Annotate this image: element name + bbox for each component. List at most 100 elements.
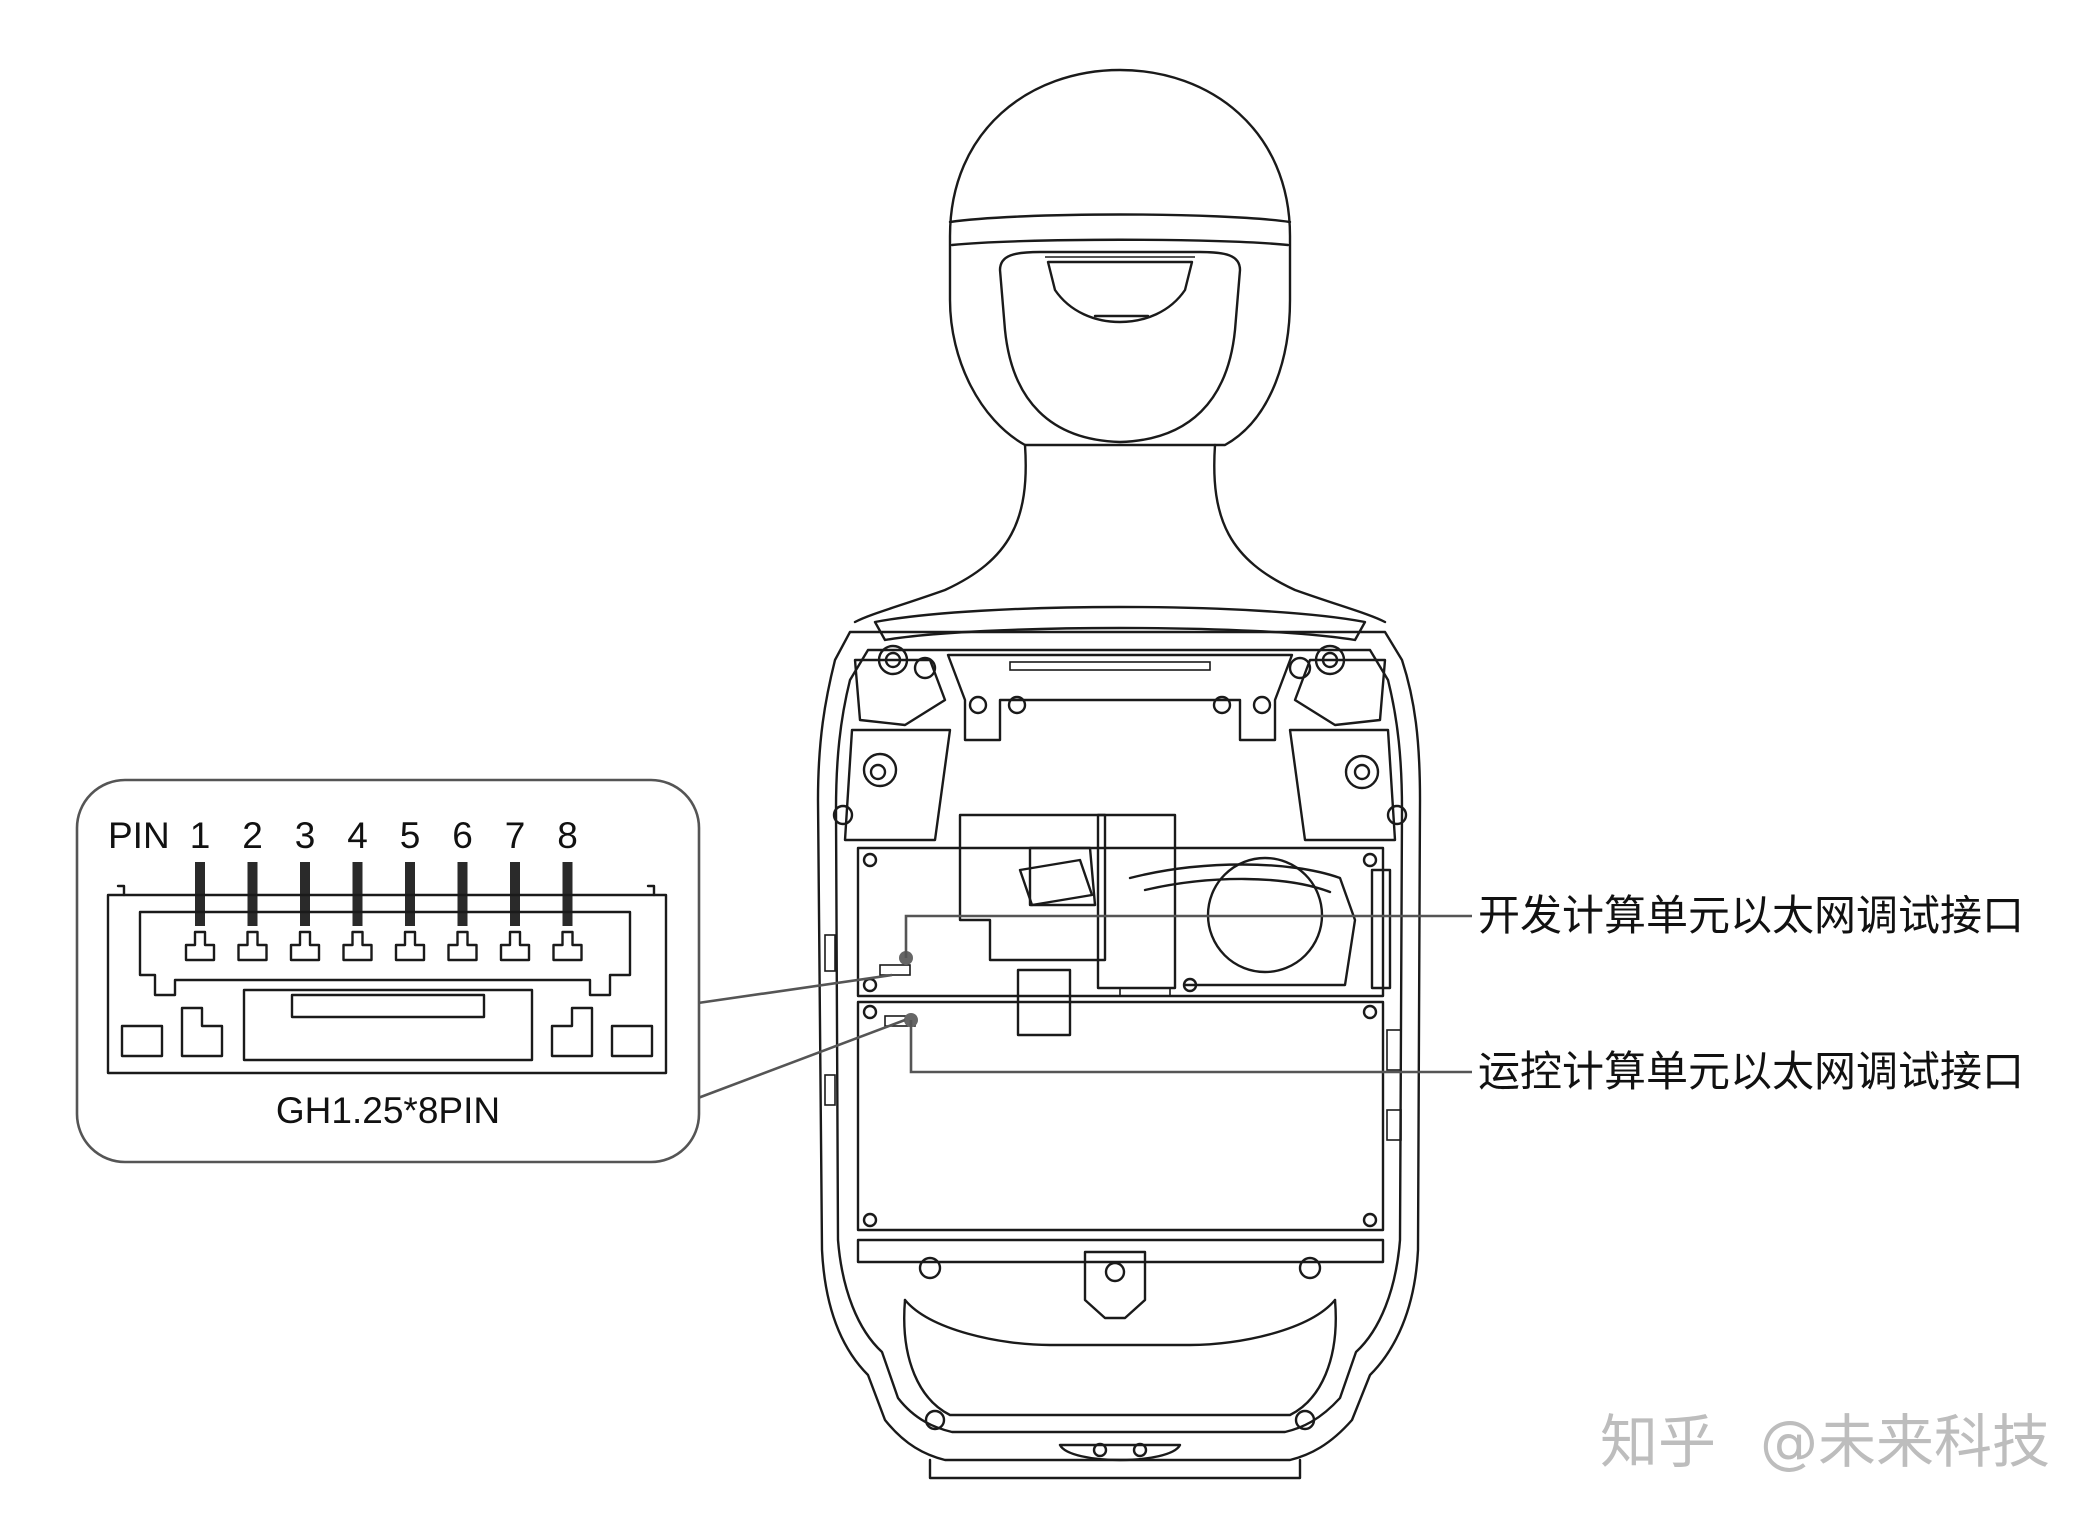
pin-contacts [184, 930, 583, 962]
bottom-center-bracket [1083, 1250, 1147, 1320]
heatpipe [1128, 863, 1357, 987]
head-shell [948, 68, 1292, 447]
right-arm-knob [1344, 754, 1380, 790]
pin-contact [447, 930, 478, 962]
pin-contact [289, 930, 321, 962]
pcb-chip [1028, 846, 1097, 907]
connector-latch-bar [290, 993, 486, 1019]
pin-contact [499, 930, 531, 962]
connector-type-label: GH1.25*8PIN [276, 1090, 500, 1131]
watermark-site: 知乎 [1600, 1408, 1716, 1476]
visor-band [950, 238, 1290, 247]
zoom-leader-bottom [697, 1018, 906, 1100]
left-edge-clip-1 [824, 934, 836, 972]
pcb-slot [1119, 987, 1171, 997]
pin-number-label: 2 [242, 815, 263, 856]
pin-number-label: 4 [347, 815, 368, 856]
right-side-screw [1386, 804, 1408, 826]
chest-top-plate [946, 653, 1294, 742]
pcb-bracket-left [958, 813, 1107, 962]
pin-contact [237, 930, 268, 962]
connector-housing [106, 893, 668, 1075]
pin-contact [342, 930, 373, 962]
hip-screw-left [924, 1409, 946, 1431]
left-side-screw [832, 804, 854, 826]
waist-screw-1 [1092, 1442, 1108, 1458]
waist-base [928, 1458, 1302, 1480]
pin-number-label: 7 [505, 815, 526, 856]
pin-contact [552, 930, 583, 962]
hip-arc [903, 1298, 1337, 1417]
dev-eth-connector [879, 964, 911, 976]
bottom-right-screw [1298, 1256, 1322, 1280]
face-opening [998, 250, 1242, 444]
lower-pcb-hole-1 [862, 1004, 878, 1020]
callout-leaders [697, 914, 1472, 1100]
motion-port-leader [909, 1020, 1472, 1074]
connector-key-left [180, 1006, 224, 1058]
watermark: 知乎 @未来科技 [1600, 1408, 2050, 1476]
left-arm-knob-inner [869, 763, 887, 781]
pin-number-label: 6 [452, 815, 473, 856]
connector-latch-window [242, 988, 534, 1062]
robot-head [948, 68, 1292, 447]
bottom-center-screw [1104, 1261, 1126, 1283]
pin-number-label: 1 [190, 815, 211, 856]
pin-number-label: 8 [557, 815, 578, 856]
left-shoulder-bracket [853, 658, 947, 727]
watermark-account: @未来科技 [1760, 1408, 2050, 1476]
dev-compute-ethernet-port-label: 开发计算单元以太网调试接口 [1478, 891, 2024, 940]
head-seam-line [948, 213, 1292, 224]
housing-notch-right [646, 884, 656, 897]
torso-shell [816, 630, 1422, 1462]
head-camera [1046, 260, 1194, 324]
pcb-hole-2 [862, 977, 878, 993]
lower-rail [856, 1238, 1385, 1264]
left-shoulder-screw [913, 656, 937, 680]
chest-screw-4 [1252, 695, 1272, 715]
lower-pcb-hole-3 [1362, 1004, 1378, 1020]
pcb-hole-4 [1182, 977, 1198, 993]
waist-tab [1058, 1443, 1182, 1462]
fan-vent [1370, 868, 1392, 990]
housing-notch-left [116, 884, 126, 897]
chest-screw-1 [968, 695, 988, 715]
hip-screw-right [1294, 1409, 1316, 1431]
connector-key-right [550, 1006, 594, 1058]
left-shoulder-bolt-inner [884, 651, 902, 669]
connector-foot-right [610, 1024, 654, 1058]
motion-compute-ethernet-port-label: 运控计算单元以太网调试接口 [1478, 1047, 2024, 1096]
pcb-bracket-mid [1096, 813, 1177, 990]
hip-arc-top [903, 1298, 1337, 1347]
lower-pcb-hole-4 [1362, 1212, 1378, 1228]
pin-prefix-label: PIN [108, 815, 170, 856]
zoom-leader-top [697, 973, 893, 1005]
pin-contact [184, 930, 216, 962]
dev-port-leader [904, 914, 1472, 958]
robot-torso [816, 630, 1422, 1480]
motion-compute-pcb [856, 1000, 1385, 1232]
lower-pcb-hole-2 [862, 1212, 878, 1228]
right-edge-clip-1 [1386, 1029, 1402, 1071]
left-shoulder-bolt [877, 644, 909, 676]
zoom-callout-frame [75, 778, 701, 1164]
left-arm-knob [862, 752, 898, 788]
neck-left [853, 443, 1027, 624]
right-shoulder-bolt [1314, 644, 1346, 676]
pin-number-label: 5 [400, 815, 421, 856]
neck-right [1213, 443, 1387, 624]
chest-screw-2 [1007, 695, 1027, 715]
pin-number-label: 3 [295, 815, 316, 856]
robot-neck [853, 443, 1387, 642]
neck-collar [873, 605, 1367, 642]
right-arm-knob-inner [1353, 763, 1371, 781]
pcb-hole-3 [1362, 852, 1378, 868]
pcb-chip-cable [1018, 858, 1094, 907]
right-shoulder-screw [1288, 656, 1312, 680]
bottom-left-screw [918, 1256, 942, 1280]
chest-screw-3 [1212, 695, 1232, 715]
